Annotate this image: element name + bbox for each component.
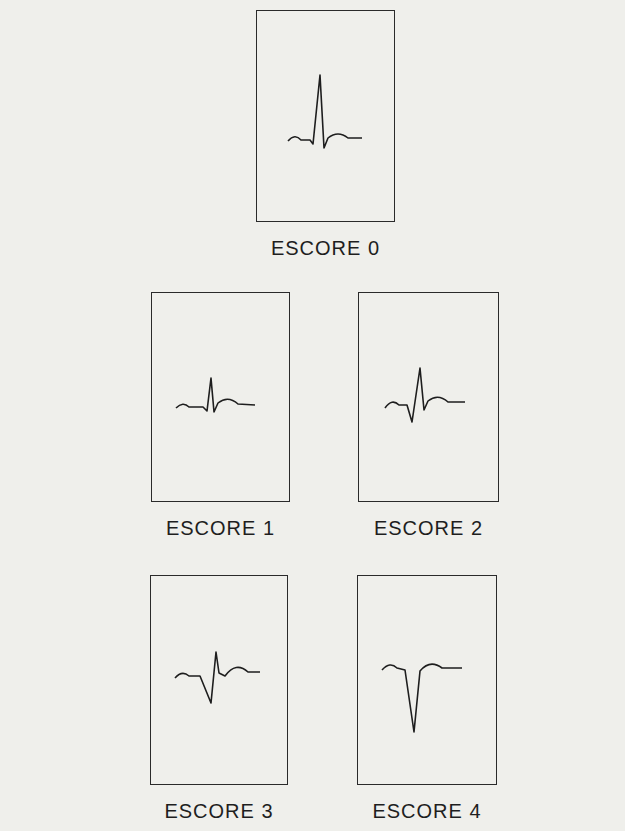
ecg-trace — [175, 652, 260, 703]
ecg-trace — [382, 664, 462, 732]
ecg-panel: ESCORE 4 — [357, 575, 497, 785]
score-label: ESCORE 2 — [374, 517, 483, 540]
ecg-trace — [176, 378, 255, 412]
ecg-panel: ESCORE 0 — [256, 10, 395, 222]
ecg-trace — [385, 368, 465, 422]
ecg-trace — [288, 75, 362, 148]
ecg-panel: ESCORE 3 — [150, 575, 288, 785]
ecg-panel: ESCORE 1 — [151, 292, 290, 502]
score-label: ESCORE 0 — [271, 237, 380, 260]
score-label: ESCORE 4 — [372, 800, 481, 823]
score-label: ESCORE 1 — [166, 517, 275, 540]
ecg-panel: ESCORE 2 — [358, 292, 499, 502]
score-label: ESCORE 3 — [164, 800, 273, 823]
